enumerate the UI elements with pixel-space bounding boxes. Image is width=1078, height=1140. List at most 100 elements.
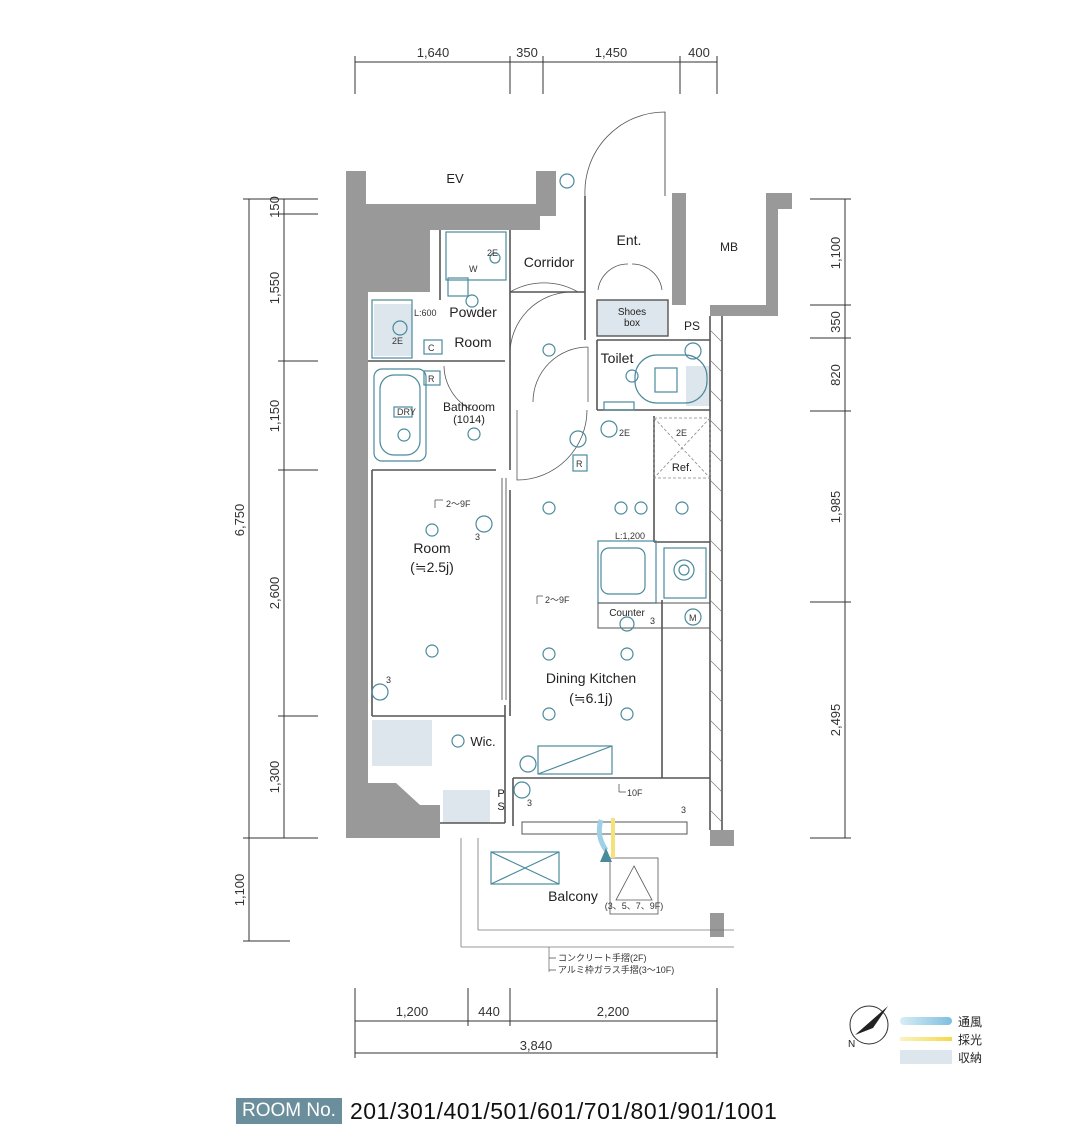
storage-areas [372, 304, 710, 823]
room-outlet-icon [371, 683, 389, 701]
burner-inner-icon [678, 564, 690, 576]
dk-light-6 [620, 647, 634, 661]
dk-outlet-icon [513, 781, 531, 799]
exterior-wall-hatch [709, 329, 723, 823]
dk-tv-icon [519, 755, 537, 773]
three-note-e: 3 [681, 805, 686, 815]
right-dim-5: 2,495 [828, 704, 843, 737]
left-dimension: 6,750 1,100 150 1,550 1,150 2,600 1,300 [232, 196, 318, 942]
toilet-label: Toilet [601, 350, 634, 366]
counter-label: Counter [609, 608, 645, 619]
bathroom-label-2: (1014) [453, 414, 485, 426]
twoE-note-2: 2E [392, 336, 403, 346]
railing-note-2: アルミ枠ガラス手摺(3〜10F) [558, 964, 674, 975]
compass: N [848, 1005, 889, 1050]
light-arrow [611, 818, 615, 858]
ps-bottom-label-1: P [497, 788, 504, 800]
room-label-1: Room [413, 540, 450, 556]
cooktop [663, 547, 707, 599]
top-dim-2: 350 [516, 45, 538, 60]
washer-pan [445, 231, 507, 281]
corridor-light-icon [542, 343, 556, 357]
corridor-label: Corridor [524, 254, 575, 270]
bath-light-icon [467, 427, 481, 441]
toilet-bowl [634, 354, 708, 404]
left-inner-dim-2: 1,550 [267, 272, 282, 305]
shoes-box [596, 299, 669, 337]
top-dim-1: 1,640 [417, 45, 450, 60]
three-note-b: 3 [386, 675, 391, 685]
three-note-a: 3 [475, 532, 480, 542]
dry-unit [393, 406, 413, 418]
vanity-counter [371, 299, 413, 359]
balcony-label: Balcony [548, 888, 598, 904]
left-inner-dim-1: 150 [267, 196, 282, 218]
outlet-c-icon [423, 339, 443, 355]
ev-label: EV [446, 171, 464, 186]
wic-label: Wic. [470, 734, 495, 749]
twoE-note-1: 2E [487, 248, 498, 258]
doors [443, 111, 666, 481]
counter-block [597, 602, 711, 629]
dk-floor-note: 2〜9F [545, 595, 570, 605]
burner-icon [673, 559, 695, 581]
kitchen-sink [600, 547, 646, 595]
powder-label-1: Powder [449, 304, 497, 320]
bath-drain-icon [397, 428, 411, 442]
legend-item-daylight: 採光 [900, 1030, 982, 1048]
ventilation-arrow [596, 819, 609, 852]
c-note: C [428, 343, 435, 353]
legend-swatch-daylight [900, 1037, 952, 1041]
bottom-dim-total: 3,840 [520, 1038, 553, 1053]
towel-bar [603, 401, 635, 411]
washer-w-note: W [469, 264, 478, 274]
right-dimension: 1,100 350 820 1,985 2,495 [810, 198, 851, 839]
bathtub [373, 368, 427, 462]
m-note: M [689, 613, 697, 623]
toilet-panel [654, 367, 678, 393]
dk-light-7 [542, 707, 556, 721]
ten-f-note: 10F [627, 788, 643, 798]
intercom-icon [559, 173, 575, 189]
bottom-dim-2: 440 [478, 1004, 500, 1019]
kitchen-vent-icon [600, 420, 618, 438]
evac-hatch [609, 857, 659, 915]
right-dim-4: 1,985 [828, 491, 843, 524]
powder-label-2: Room [454, 334, 491, 350]
corridor-downlight-icon [569, 430, 587, 448]
room-light-1 [425, 523, 439, 537]
drain-icon [489, 252, 501, 264]
left-inner-dim-5: 1,300 [267, 761, 282, 794]
r-note-1: R [428, 374, 435, 384]
window-sash [521, 821, 688, 835]
legend-swatch-ventilation [900, 1017, 952, 1025]
dk-light-5 [542, 647, 556, 661]
room-ac-icon [475, 515, 493, 533]
ref-space [653, 417, 711, 479]
wic-light-icon [451, 734, 465, 748]
dk-floor-heating [537, 745, 613, 775]
floor-plan: 1,640 350 1,450 400 6,750 1,100 150 1,55… [232, 45, 889, 1058]
legend-label-storage: 収納 [958, 1050, 983, 1065]
dk-light-4 [675, 501, 689, 515]
outdoor-unit [490, 851, 560, 885]
left-inner-dim-4: 2,600 [267, 577, 282, 610]
ps-top-label: PS [684, 319, 700, 333]
twoE-note-3: 2E [619, 428, 630, 438]
dk-label-1: Dining Kitchen [546, 670, 636, 686]
legend-swatch-storage [900, 1050, 952, 1064]
left-dim-balcony: 1,100 [232, 874, 247, 907]
toilet-vent-icon [684, 342, 702, 360]
ps-bottom-label-2: S [497, 801, 504, 813]
left-dim-total: 6,750 [232, 504, 247, 537]
bath-r-icon [423, 370, 441, 386]
top-dim-4: 400 [688, 45, 710, 60]
fixtures [371, 173, 734, 972]
bathtub-inner [379, 374, 421, 456]
kitchen-length-note: L:1,200 [615, 531, 645, 541]
entrance-label: Ent. [617, 232, 642, 248]
legend-label-ventilation: 通風 [958, 1014, 983, 1029]
balcony-floors-note: (3、5、7、9F) [605, 901, 664, 911]
room-labels: EV MB Ent. Corridor Shoes box PS Powder … [410, 171, 738, 904]
room-number-tag: ROOM No. [236, 1098, 342, 1124]
